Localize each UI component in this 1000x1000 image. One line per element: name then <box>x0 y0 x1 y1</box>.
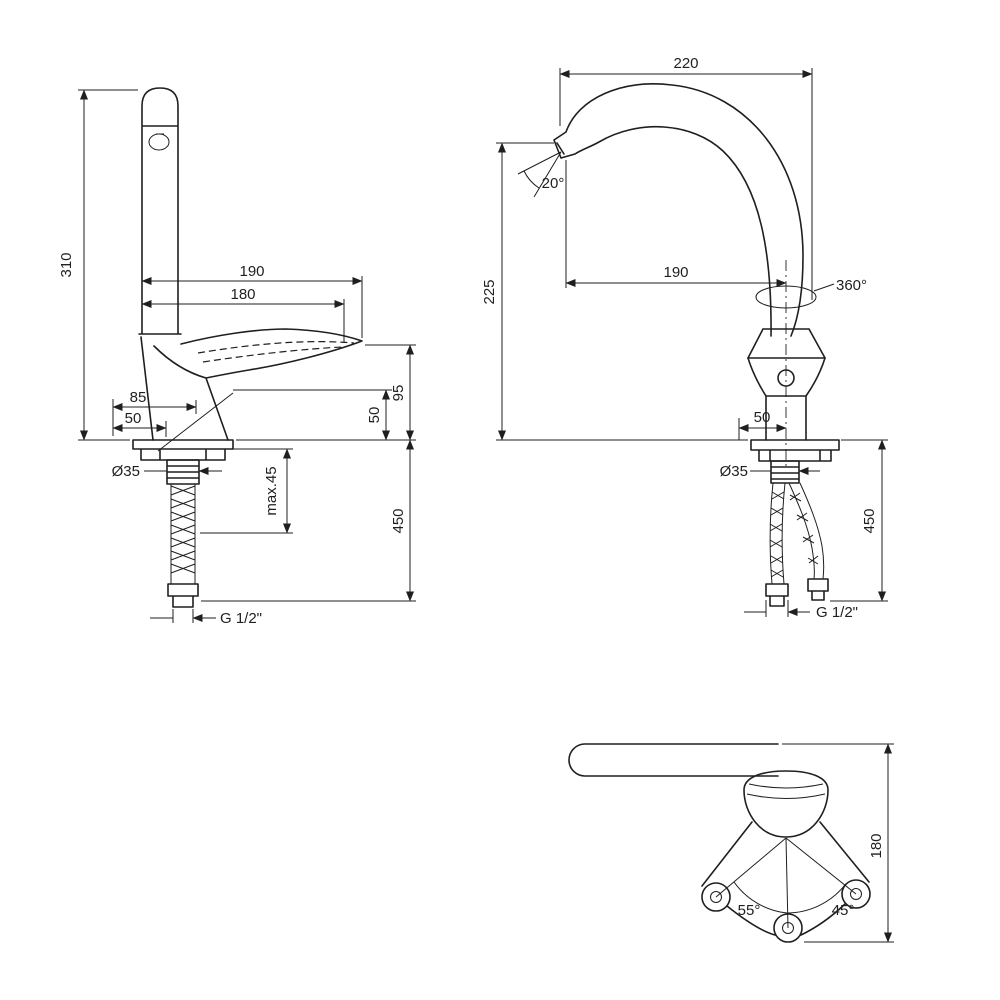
swing-lobe-left <box>701 882 731 912</box>
dim-thread-side: G 1/2" <box>150 609 262 627</box>
dim-label-180: 180 <box>230 286 255 303</box>
dim-label-20deg: 20° <box>542 175 565 192</box>
dim-hose-450-side: 450 <box>201 439 416 602</box>
dim-label-225: 225 <box>481 279 498 304</box>
dim-label-50-drop: 50 <box>366 407 383 424</box>
dim-span-180: 180 <box>782 743 894 943</box>
dim-diameter-35: Ø35 <box>112 463 222 480</box>
dim-label-310: 310 <box>58 252 75 277</box>
dim-label-360: 360° <box>836 277 867 294</box>
dim-label-50-side: 50 <box>125 410 142 427</box>
handle-hidden-edges <box>197 341 355 363</box>
dim-drop-95: 95 <box>236 344 416 441</box>
swing-hole-right <box>850 888 862 900</box>
dim-offset-50-front: 50 <box>738 409 787 440</box>
body-bottom-outline <box>743 770 829 838</box>
dim-hose-450-front: 450 <box>830 439 888 602</box>
lever-handle-front <box>747 328 826 359</box>
dim-height-310: 310 <box>58 89 138 441</box>
aerator-icon <box>148 133 170 151</box>
mounting-base <box>132 439 234 461</box>
swing-arms <box>701 821 870 936</box>
dim-label-450-front: 450 <box>861 508 878 533</box>
dim-label-55deg: 55° <box>738 902 761 919</box>
dim-height-225: 225 <box>481 142 748 441</box>
dim-label-thread-front: G 1/2" <box>816 604 858 621</box>
body-bottom-detail <box>746 783 826 799</box>
dim-label-220: 220 <box>673 55 698 72</box>
dim-label-190: 190 <box>239 263 264 280</box>
supply-hose-left <box>769 482 786 585</box>
dim-label-thread-side: G 1/2" <box>220 610 262 627</box>
swing-centerlines <box>715 837 857 929</box>
dim-reach-180: 180 <box>141 286 345 342</box>
dim-reach-190-front: 190 <box>565 160 787 288</box>
dim-label-180-bottom: 180 <box>868 833 885 858</box>
dim-max-45: max.45 <box>200 448 293 534</box>
angle-55-annotation: 55° <box>738 902 761 919</box>
dim-label-50-front: 50 <box>754 409 771 426</box>
dim-label-95: 95 <box>390 385 407 402</box>
dim-reach-190: 190 <box>141 263 363 338</box>
dim-drop-50: 50 <box>233 389 392 441</box>
dim-width-220: 220 <box>559 55 813 300</box>
dim-label-max45: max.45 <box>263 466 280 515</box>
swivel-annotation: 360° <box>755 277 867 309</box>
spout-curve-outline <box>553 83 804 337</box>
swing-hole-left <box>710 891 722 903</box>
threaded-shank <box>166 459 200 485</box>
mounting-base-front <box>750 439 840 462</box>
supply-hose-right <box>788 482 825 580</box>
dim-label-190-front: 190 <box>663 264 688 281</box>
threaded-shank-front <box>770 460 800 484</box>
dim-label-450-side: 450 <box>390 508 407 533</box>
dim-offset-50: 50 <box>112 410 167 437</box>
leader-line <box>157 392 234 452</box>
hose-fittings-front <box>765 578 829 607</box>
side-view: 310 190 180 85 50 95 <box>58 87 416 627</box>
angle-45-annotation: 45° <box>832 902 855 919</box>
dim-diameter-35-front: Ø35 <box>720 463 820 480</box>
supply-hose <box>170 484 196 584</box>
front-view: 20° 220 225 190 360° <box>481 55 888 621</box>
hose-fitting <box>167 583 199 608</box>
dim-label-45deg: 45° <box>832 902 855 919</box>
bottom-view: 55° 45° 180 <box>568 743 894 943</box>
swing-lobe-right <box>841 879 871 909</box>
spout-angle-annotation: 20° <box>517 151 565 198</box>
lever-bottom-outline <box>568 743 779 777</box>
dim-label-dia35-side: Ø35 <box>112 463 140 480</box>
body-front-outline <box>747 357 826 441</box>
dim-thread-front: G 1/2" <box>744 600 858 621</box>
dim-label-85: 85 <box>130 389 147 406</box>
spout-tube-outline <box>138 87 182 335</box>
dim-label-dia35-front: Ø35 <box>720 463 748 480</box>
body-and-handle-outline <box>140 328 363 441</box>
